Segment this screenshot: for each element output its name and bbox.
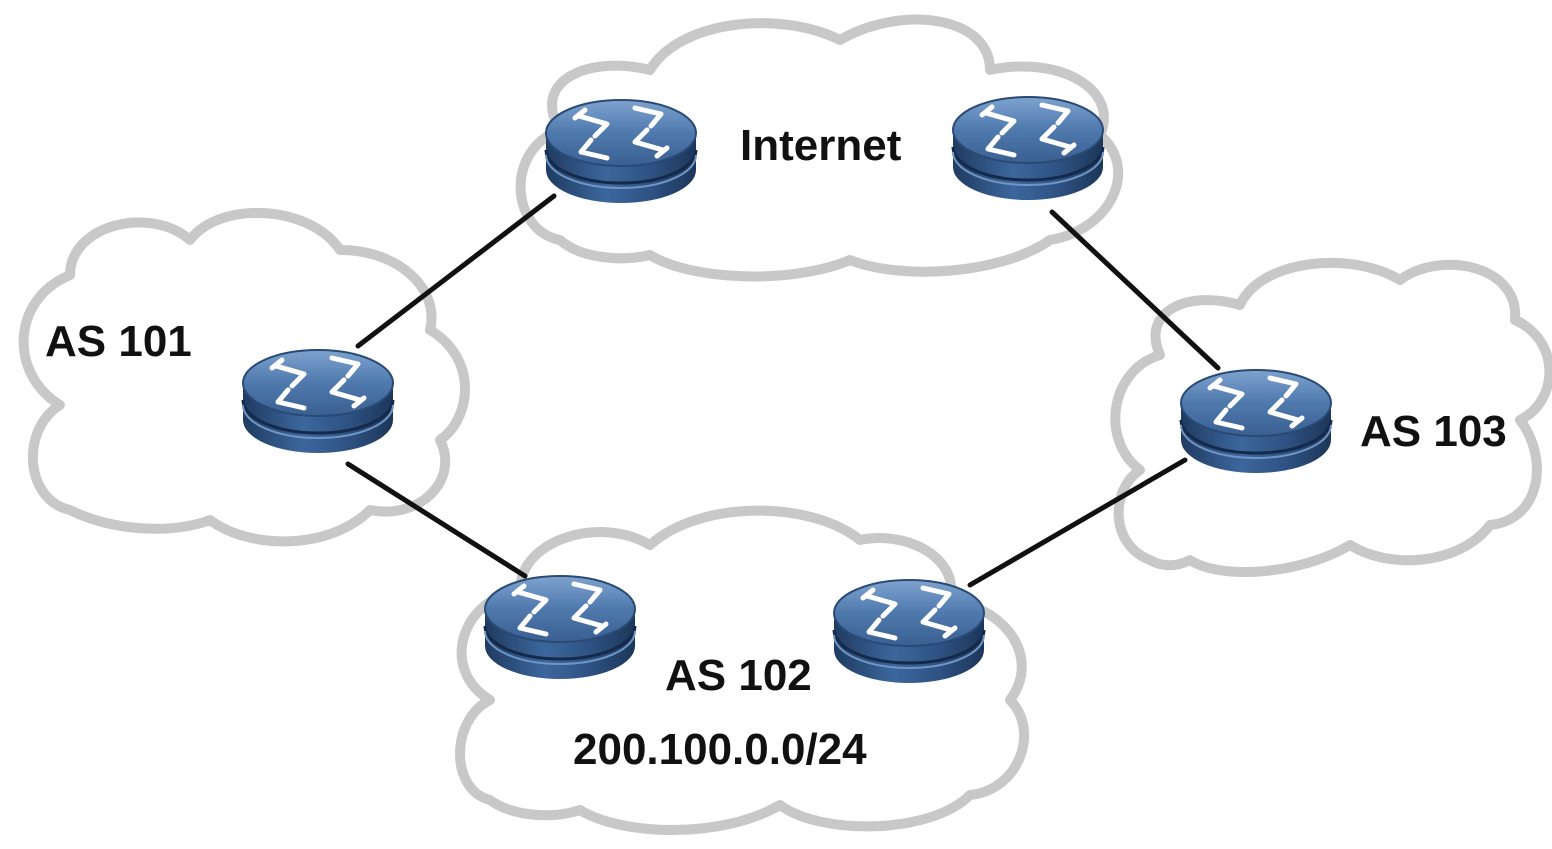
- as101-label: AS 101: [45, 317, 192, 366]
- internet-router-2-icon: [953, 97, 1103, 200]
- as102-router-2-icon: [834, 580, 984, 683]
- internet-router-1-icon: [546, 100, 696, 203]
- cloud-internet: [515, 14, 1124, 282]
- as101-router-icon: [243, 350, 393, 453]
- link-as102-as103: [967, 457, 1188, 588]
- as102-label: AS 102: [665, 651, 812, 700]
- as102-prefix-label: 200.100.0.0/24: [573, 725, 867, 774]
- as103-router-icon: [1181, 370, 1331, 473]
- link-as101-internet: [355, 193, 557, 349]
- internet-label: Internet: [740, 121, 902, 170]
- link-as101-as102: [345, 461, 528, 579]
- link-internet-as103: [1049, 209, 1221, 371]
- as103-label: AS 103: [1360, 407, 1507, 456]
- cloud-as103: [1110, 257, 1552, 577]
- as102-router-1-icon: [485, 576, 635, 679]
